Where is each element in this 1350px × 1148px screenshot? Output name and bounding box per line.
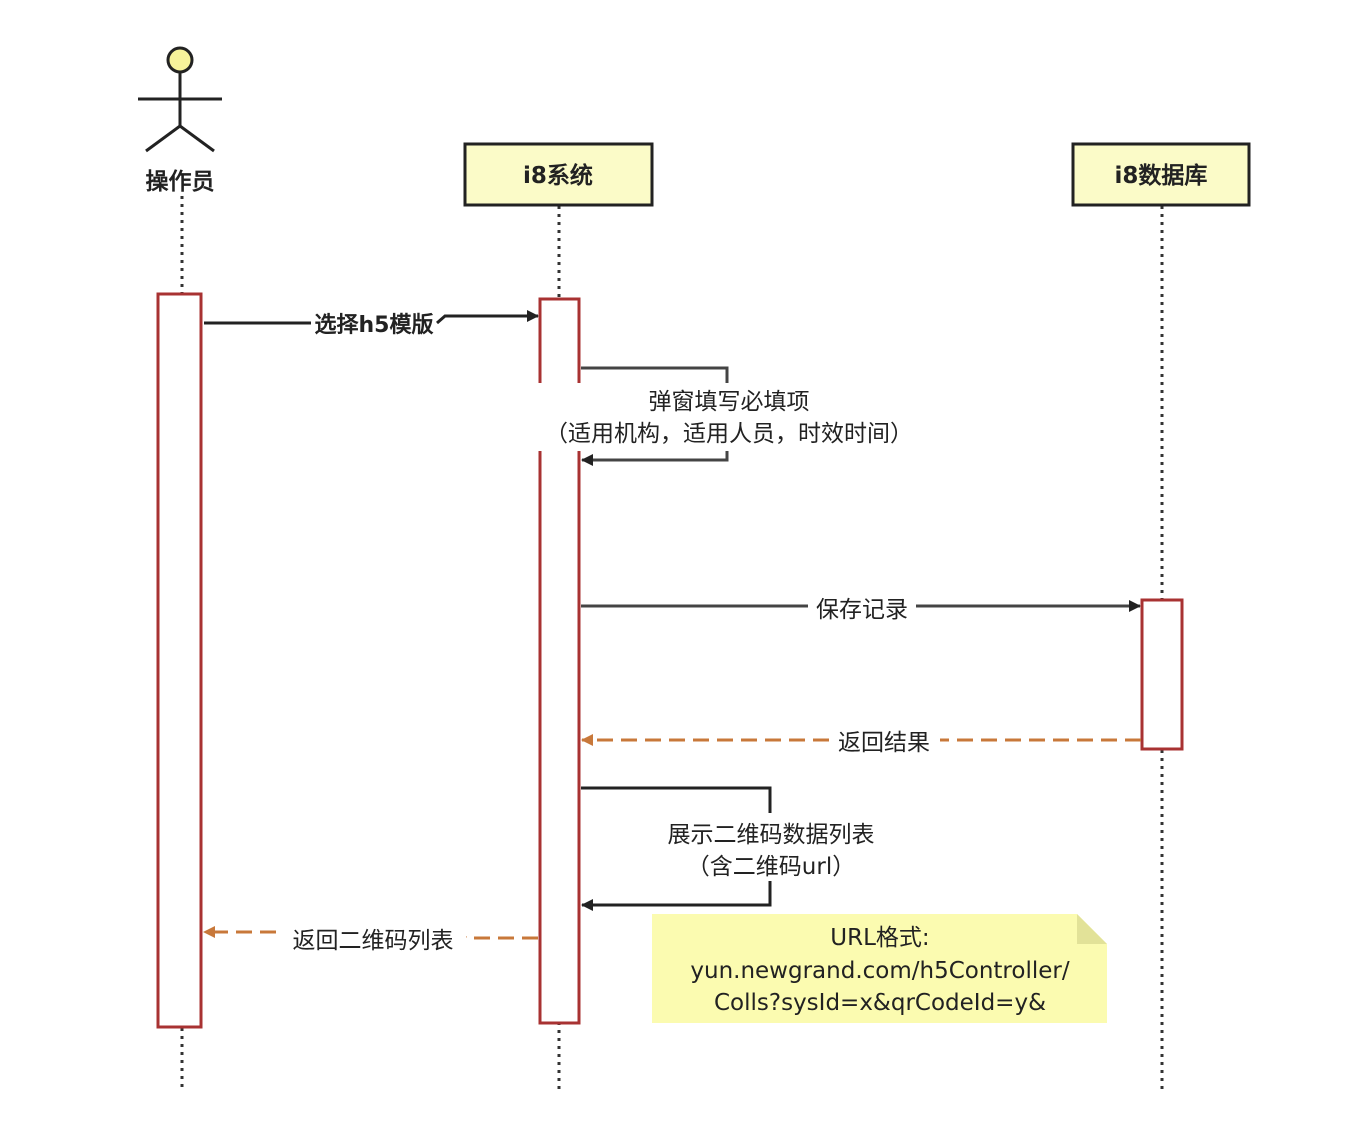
show-list-label-line1: 展示二维码数据列表 (668, 822, 875, 848)
database-participant-box (1071, 142, 1251, 207)
operator-label: 操作员 (146, 169, 215, 195)
system-participant-label: i8系统 (523, 162, 593, 189)
note-line1: URL格式: (830, 925, 929, 951)
return-qr-list-label: 返回二维码列表 (293, 928, 454, 954)
note-fold-icon (1077, 914, 1107, 944)
database-activation (1140, 598, 1184, 751)
operator-activation (156, 292, 203, 1029)
note-body (652, 914, 1107, 1023)
return-qr-list-label-bg (280, 925, 466, 953)
actor-head-icon (166, 46, 194, 74)
show-list-label-bg (650, 813, 894, 881)
fill-form-label-line1: 弹窗填写必填项 (649, 389, 810, 415)
return-result-label-bg (830, 726, 940, 754)
show-list-label-line2: （含二维码url） (687, 854, 855, 880)
url-format-note: URL格式: yun.newgrand.com/h5Controller/ Co… (652, 914, 1107, 1023)
note-line3: Colls?sysId=x&qrCodeId=y& (714, 990, 1046, 1016)
note-line2: yun.newgrand.com/h5Controller/ (690, 958, 1069, 984)
database-participant-label: i8数据库 (1115, 163, 1208, 189)
select-template-label: 选择h5模版 (315, 312, 434, 338)
save-record-label: 保存记录 (816, 597, 908, 623)
operator-actor (138, 46, 222, 153)
fill-form-label-bg (535, 383, 925, 451)
save-record-label-bg (808, 593, 916, 621)
select-template-arrow-tail (436, 310, 539, 325)
fill-form-label-line2: （适用机构，适用人员，时效时间） (545, 421, 913, 447)
system-participant-box (463, 142, 654, 207)
return-result-label: 返回结果 (838, 730, 930, 756)
